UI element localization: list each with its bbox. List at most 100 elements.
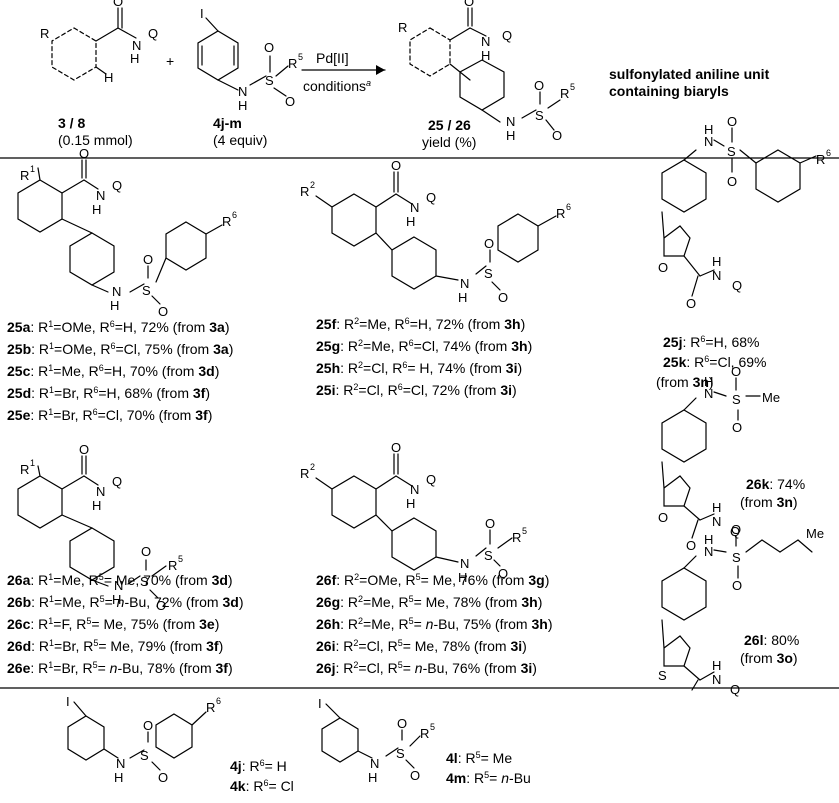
atom-h: H — [92, 498, 101, 513]
atom-q: Q — [732, 278, 742, 293]
atom-o: O — [658, 260, 668, 275]
atom-n: N — [112, 284, 121, 299]
entry-26i: 26i: R2=Cl, R5= Me, 78% (from 3i) — [316, 638, 527, 654]
atom-r: R — [816, 152, 825, 167]
atom-o: O — [686, 538, 696, 553]
atom-s: S — [396, 746, 405, 761]
atom-o: O — [410, 768, 420, 783]
entry-25g: 25g: R2=Me, R6=Cl, 74% (from 3h) — [316, 338, 533, 354]
reagent2-id: 4j-m — [213, 115, 242, 131]
atom-s: S — [142, 283, 151, 298]
reagent-4m: 4m: R5= n-Bu — [446, 770, 531, 786]
entry-26j: 26j: R2=Cl, R5= n-Bu, 76% (from 3i) — [316, 660, 537, 676]
superscript: 6 — [826, 148, 831, 158]
atom-o: O — [732, 420, 742, 435]
atom-s: S — [727, 144, 736, 159]
product-id: 25 / 26 — [428, 117, 471, 133]
atom-s: S — [484, 266, 493, 281]
atom-n: N — [238, 84, 247, 99]
superscript: 5 — [522, 526, 527, 536]
atom-h: H — [130, 51, 139, 66]
atom-o: O — [498, 566, 508, 581]
atom-r: R — [168, 558, 177, 573]
class-title-line2: containing biaryls — [609, 83, 729, 99]
entry-26e: 26e: R1=Br, R5= n-Bu, 78% (from 3f) — [7, 660, 233, 676]
entry-26k-source: (from 3n) — [740, 494, 798, 510]
reagent2-amount: (4 equiv) — [213, 132, 268, 148]
superscript: 1 — [30, 458, 35, 468]
atom-o: O — [727, 114, 737, 129]
atom-o: O — [658, 510, 668, 525]
atom-s: S — [265, 73, 274, 88]
atom-me: Me — [806, 526, 824, 541]
atom-r: R — [420, 726, 429, 741]
atom-h: H — [712, 500, 721, 515]
entry-25b: 25b: R1=OMe, R6=Cl, 75% (from 3a) — [7, 341, 234, 357]
superscript: 5 — [430, 722, 435, 732]
atom-o: O — [464, 0, 474, 9]
entry-26h: 26h: R2=Me, R5= n-Bu, 75% (from 3h) — [316, 616, 553, 632]
atom-o: O — [686, 296, 696, 311]
atom-q: Q — [502, 28, 512, 43]
atom-s: S — [732, 550, 741, 565]
entry-26f: 26f: R2=OMe, R5= Me, 76% (from 3g) — [316, 572, 550, 588]
atom-h: H — [112, 592, 121, 607]
atom-r: R — [556, 206, 565, 221]
atom-o: O — [731, 522, 741, 537]
reagent1-amount: (0.15 mmol) — [58, 132, 133, 148]
atom-i: I — [200, 6, 204, 21]
bond-lines — [0, 7, 839, 771]
atom-q: Q — [730, 682, 740, 697]
atom-r: R — [206, 700, 215, 715]
atom-r: R — [398, 20, 407, 35]
atom-n: N — [370, 756, 379, 771]
entry-25a: 25a: R1=OMe, R6=H, 72% (from 3a) — [7, 319, 230, 335]
atom-n: N — [410, 482, 419, 497]
atom-r: R — [40, 26, 49, 41]
atom-h: H — [458, 290, 467, 305]
atom-r: R — [288, 56, 297, 71]
atom-q: Q — [148, 26, 158, 41]
atom-o: O — [498, 290, 508, 305]
atom-q: Q — [112, 178, 122, 193]
atom-labels: R O N H Q H + I N H S O O R 5 R O N H Q … — [20, 0, 831, 785]
reagent-4l: 4l: R5= Me — [446, 750, 513, 766]
plus-sign: + — [166, 53, 174, 69]
atom-n: N — [704, 134, 713, 149]
superscript: 2 — [310, 462, 315, 472]
atom-n: N — [712, 268, 721, 283]
superscript: 6 — [566, 202, 571, 212]
atom-o: O — [285, 94, 295, 109]
atom-r: R — [512, 530, 521, 545]
superscript: 5 — [178, 554, 183, 564]
entry-26b: 26b: R1=Me, R5= n-Bu, 72% (from 3d) — [7, 594, 244, 610]
atom-o: O — [484, 236, 494, 251]
atom-s: S — [732, 392, 741, 407]
atom-o: O — [732, 578, 742, 593]
superscript: 6 — [232, 210, 237, 220]
atom-r: R — [300, 184, 309, 199]
atom-s: S — [535, 108, 544, 123]
entry-26g: 26g: R2=Me, R5= Me, 78% (from 3h) — [316, 594, 543, 610]
atom-o: O — [552, 128, 562, 143]
atom-h: H — [506, 128, 515, 143]
superscript: 2 — [310, 180, 315, 190]
atom-n: N — [96, 188, 105, 203]
superscript: 6 — [216, 696, 221, 706]
atom-h: H — [481, 48, 490, 63]
atom-o: O — [113, 0, 123, 9]
atom-h: H — [114, 770, 123, 785]
atom-h: H — [406, 496, 415, 511]
product-yield-label: yield (%) — [422, 134, 477, 150]
atom-q: Q — [112, 474, 122, 489]
atom-o: O — [79, 442, 89, 457]
atom-o: O — [534, 78, 544, 93]
atom-h: H — [92, 202, 101, 217]
atom-r: R — [20, 168, 29, 183]
entry-25d: 25d: R1=Br, R6=H, 68% (from 3f) — [7, 385, 211, 401]
reagent-4j: 4j: R6= H — [230, 758, 287, 774]
atom-o: O — [391, 440, 401, 455]
atom-o: O — [156, 598, 166, 613]
atom-h: H — [238, 98, 247, 113]
atom-r: R — [560, 86, 569, 101]
